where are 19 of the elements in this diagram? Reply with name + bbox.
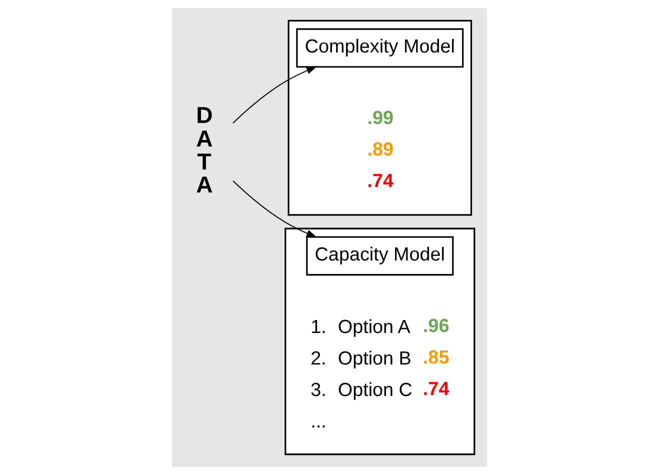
label: 1. (310, 316, 326, 338)
label: Option B (337, 348, 411, 370)
cluster (287, 20, 472, 216)
label: Option A (337, 316, 410, 338)
label: ... (310, 411, 326, 432)
label: .85 (422, 347, 449, 368)
label: 3. (310, 380, 326, 401)
label: .96 (422, 316, 449, 337)
label: 2. (310, 348, 326, 370)
node-box: Capacity Model (306, 236, 454, 276)
label: .99 (366, 108, 394, 129)
label: Option C (337, 380, 412, 401)
label: .74 (422, 378, 449, 400)
label: .74 (366, 170, 394, 192)
label: .89 (366, 139, 394, 160)
arrow (232, 66, 316, 124)
arrow (232, 180, 316, 238)
node-box: Complexity Model (296, 28, 464, 68)
node-text: D A T A (196, 102, 212, 198)
